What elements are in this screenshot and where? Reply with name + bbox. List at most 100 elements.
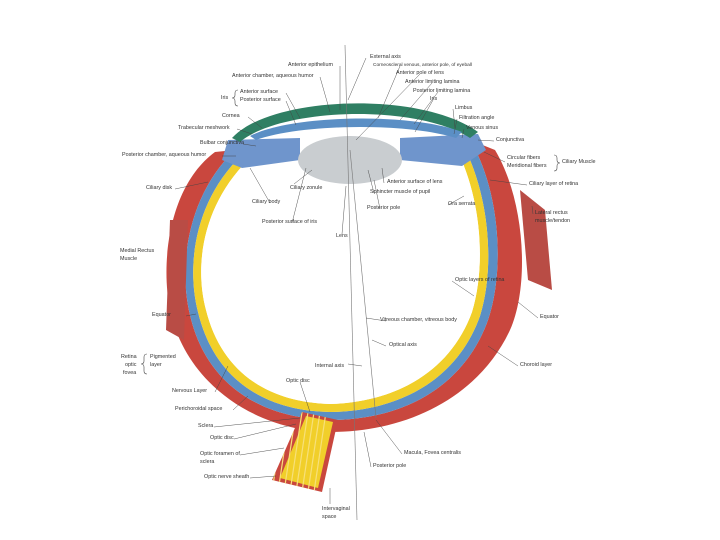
- label-ciliary-layer-retina: Ciliary layer of retina: [529, 181, 578, 187]
- optical-axis-line: [349, 149, 377, 419]
- label-ciliary-zonule: Ciliary zonule: [290, 185, 322, 191]
- leader-line: [373, 179, 381, 210]
- leader-line: [249, 167, 271, 204]
- optic-nerve: [272, 412, 338, 492]
- label-macula: Macula, Fovea centralis: [404, 450, 461, 456]
- eyeball: [166, 140, 522, 432]
- label-anterior-surface-lens: Anterior surface of lens: [387, 179, 443, 185]
- leader-line: [451, 280, 475, 297]
- nerve-fiber-line: [307, 412, 321, 492]
- label-perichoroidal: Perichoroidal space: [175, 406, 222, 412]
- label-intervaginal: Intervaginal: [322, 506, 350, 512]
- brace-ciliary: [553, 154, 561, 172]
- label-intervaginal-2: space: [322, 514, 336, 520]
- label-anterior-pole-lens: Anterior pole of lens: [396, 70, 444, 76]
- leader-line: [487, 345, 519, 367]
- leader-line: [285, 92, 301, 119]
- leader-line: [375, 419, 403, 455]
- leader-line: [477, 139, 495, 142]
- label-optic-foramen-2: sclera: [200, 459, 214, 465]
- label-conjunctiva: Conjunctiva: [496, 137, 524, 143]
- nerve-fiber-line: [313, 412, 327, 492]
- leader-line: [185, 313, 197, 317]
- label-pigmented-2: layer: [150, 362, 162, 368]
- leader-line: [517, 301, 539, 319]
- leader-line: [355, 73, 421, 141]
- brace-retina: [140, 353, 148, 375]
- lens-shape: [298, 136, 402, 184]
- leader-line: [341, 185, 347, 235]
- iris-band: [250, 118, 462, 140]
- leader-line: [399, 82, 433, 121]
- label-anterior-chamber: Anterior chamber, aqueous humor: [232, 73, 314, 79]
- leader-line: [214, 365, 229, 393]
- label-iris: Iris: [221, 95, 228, 101]
- leader-line: [363, 431, 372, 468]
- leader-line: [371, 339, 387, 347]
- leader-line: [232, 395, 249, 411]
- leader-line: [531, 205, 534, 215]
- label-posterior-chamber: Posterior chamber, aqueous humor: [122, 152, 206, 158]
- label-choroid-layer: Choroid layer: [520, 362, 552, 368]
- external-axis-line: [344, 44, 358, 521]
- label-ciliary-body: Ciliary body: [252, 199, 280, 205]
- label-optic-nerve-sheath: Optic nerve sheath: [204, 474, 249, 480]
- label-optic-layers-retina: Optic layers of retina: [455, 277, 504, 283]
- label-circular-fibers: Circular fibers: [507, 155, 541, 161]
- anterior-segment: [166, 103, 552, 340]
- label-lateral-rectus: Lateral rectus: [535, 210, 568, 216]
- leader-line: [452, 108, 456, 129]
- label-anterior-epithelium: Anterior epithelium: [288, 62, 333, 68]
- label-external-axis: External axis: [370, 54, 401, 60]
- label-anterior-surface: Anterior surface: [240, 89, 278, 95]
- leader-line: [347, 57, 367, 101]
- leader-line: [242, 143, 257, 147]
- medial-rectus-muscle: [166, 220, 188, 340]
- leader-line: [453, 118, 458, 135]
- label-venous-sinus: Venous sinus: [466, 125, 498, 131]
- label-nervous-layer: Nervous Layer: [172, 388, 207, 394]
- ciliary-body-left: [222, 138, 300, 168]
- label-sclera: Sclera: [198, 423, 213, 429]
- leader-line: [174, 181, 209, 190]
- label-sphincter-pupil: Sphincter muscle of pupil: [370, 189, 430, 195]
- label-ciliary-muscle: Ciliary Muscle: [562, 159, 596, 165]
- label-ciliary-disk: Ciliary disk: [146, 185, 172, 191]
- leader-line: [236, 128, 253, 135]
- label-iris-right: Iris: [430, 96, 437, 102]
- label-posterior-limiting: Posterior limiting lamina: [413, 88, 470, 94]
- label-equator-left: Equator: [152, 312, 171, 318]
- leader-line: [213, 417, 301, 428]
- label-posterior-pole: Posterior pole: [373, 463, 406, 469]
- label-retina: Retina: [121, 354, 137, 360]
- leader-line: [319, 76, 331, 113]
- label-internal-axis: Internal axis: [315, 363, 344, 369]
- label-corneoscleral: Corneoscleral venous, anterior pole, of …: [373, 62, 472, 68]
- vitreous-body: [201, 146, 480, 404]
- leader-line: [285, 100, 297, 126]
- labels-left: Anterior epithelium Anterior chamber, aq…: [120, 62, 333, 480]
- label-optical-axis: Optical axis: [389, 342, 417, 348]
- label-trabecular-meshwork: Trabecular meshwork: [178, 125, 230, 131]
- leader-line: [249, 475, 277, 479]
- label-posterior-surface: Posterior surface: [240, 97, 281, 103]
- leader-lines: [174, 57, 539, 504]
- label-bulbar-conjunctiva: Bulbar conjunctiva: [200, 140, 244, 146]
- label-optic-disc-left: Optic disc: [210, 435, 234, 441]
- label-anterior-limiting: Anterior limiting lamina: [405, 79, 460, 85]
- label-posterior-pole-lens: Posterior pole: [367, 205, 400, 211]
- label-medial-rectus-2: Muscle: [120, 256, 137, 262]
- leader-line: [414, 99, 434, 133]
- label-lateral-rectus-2: muscle/tendon: [535, 218, 570, 224]
- leader-line: [381, 167, 385, 184]
- leader-line: [365, 317, 387, 322]
- label-lens: Lens: [336, 233, 348, 239]
- label-equator-right: Equator: [540, 314, 559, 320]
- leader-line: [377, 65, 401, 119]
- label-cornea: Cornea: [222, 113, 240, 119]
- label-retina-3: fovea: [123, 370, 136, 376]
- label-limbus: Limbus: [455, 105, 473, 111]
- leader-line: [247, 116, 263, 129]
- label-ora-serrata: Ora serrata: [448, 201, 475, 207]
